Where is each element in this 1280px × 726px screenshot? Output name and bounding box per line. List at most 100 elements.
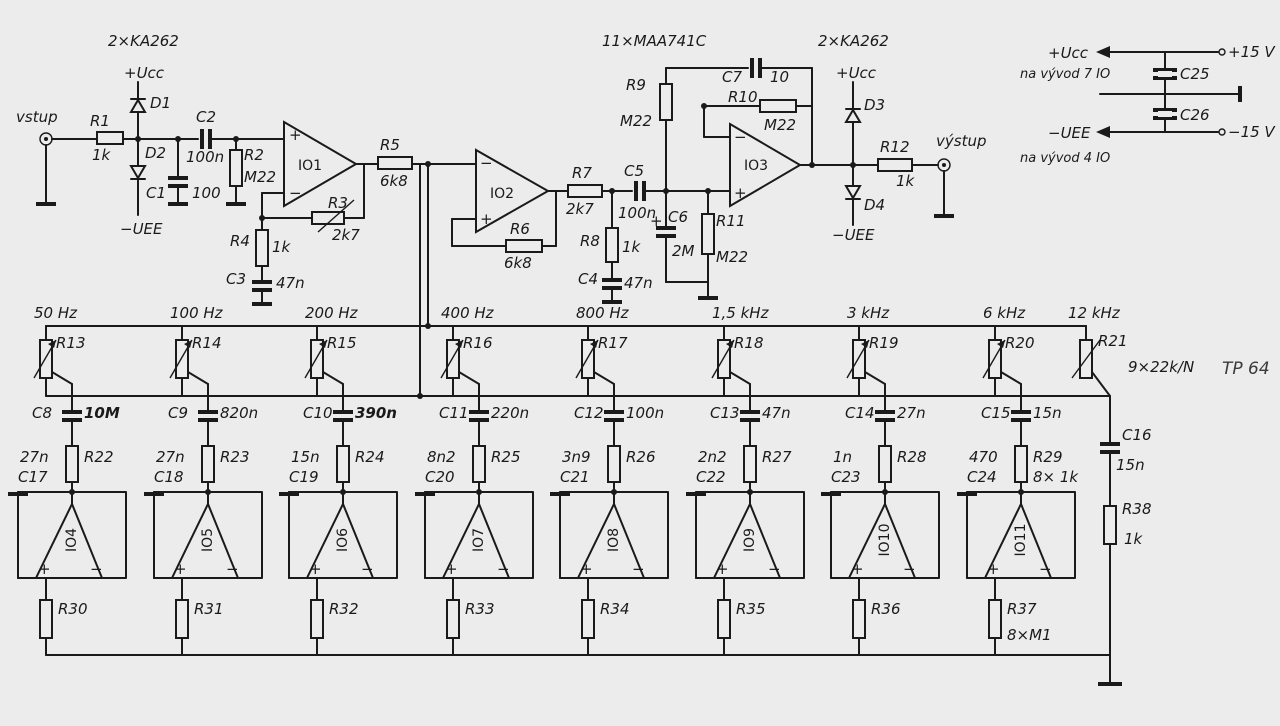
band-5-opamp bbox=[576, 501, 646, 579]
band-2-series-resistor bbox=[201, 445, 215, 483]
pot-note: 9×22k/N bbox=[1128, 358, 1194, 376]
band-7-opamp-label: IO10 bbox=[877, 524, 893, 557]
band-6-opamp bbox=[712, 501, 782, 579]
c4-value: 47n bbox=[624, 274, 653, 292]
band-8-parallel-cap-label: C24 bbox=[967, 468, 997, 486]
svg-text:−: − bbox=[361, 560, 374, 578]
band-3-freq-label: 200 Hz bbox=[305, 304, 359, 322]
band-1-potentiometer bbox=[39, 339, 53, 379]
r5-value: 6k8 bbox=[380, 172, 408, 190]
band-4-opamp-label: IO7 bbox=[471, 528, 487, 552]
band-8-ground-resistor bbox=[988, 599, 1002, 639]
band-1-series-resistor-label: R22 bbox=[84, 448, 114, 466]
r11-value: M22 bbox=[716, 248, 748, 266]
band-1-series-resistor bbox=[65, 445, 79, 483]
vee-label-d4: −UEE bbox=[832, 226, 875, 244]
band-1-ground-resistor-label: R30 bbox=[58, 600, 88, 618]
io3-label: IO3 bbox=[744, 158, 768, 174]
band-3-parallel-cap-label: C19 bbox=[289, 468, 319, 486]
r6-label: R6 bbox=[510, 220, 530, 238]
band-2-opamp bbox=[170, 501, 240, 579]
svg-text:+: + bbox=[309, 560, 322, 578]
r7-resistor bbox=[567, 184, 603, 198]
r4-value: 1k bbox=[272, 238, 292, 256]
band-5-potentiometer bbox=[581, 339, 595, 379]
band-7-opamp bbox=[847, 501, 917, 579]
band-6-parallel-cap-label: C22 bbox=[696, 468, 726, 486]
svg-text:−: − bbox=[734, 128, 747, 146]
band-7-parallel-cap-label: C23 bbox=[831, 468, 861, 486]
band-7-ground-resistor-label: R36 bbox=[871, 600, 901, 618]
series-resistor-note: 8× 1k bbox=[1033, 468, 1079, 486]
band-7-series-resistor bbox=[878, 445, 892, 483]
opamps-label: 11×MAA741C bbox=[602, 32, 707, 50]
band-1-ground-resistor bbox=[39, 599, 53, 639]
io1-label: IO1 bbox=[298, 158, 322, 174]
svg-text:+: + bbox=[38, 560, 51, 578]
ground-resistor-note: 8×M1 bbox=[1007, 626, 1052, 644]
band-4-series-resistor bbox=[472, 445, 486, 483]
band-2-series-resistor-label: R23 bbox=[220, 448, 250, 466]
band-5-parallel-cap-label: C21 bbox=[560, 468, 590, 486]
band-8-cap-value: 15n bbox=[1033, 404, 1062, 422]
band-5-series-resistor-label: R26 bbox=[626, 448, 656, 466]
vcc-pins-label: na vývod 7 IO bbox=[1020, 67, 1110, 82]
r38-value: 1k bbox=[1124, 530, 1144, 548]
band-8-opamp bbox=[983, 501, 1053, 579]
vcc-label-d1: +Ucc bbox=[124, 64, 165, 82]
io2-label: IO2 bbox=[490, 186, 514, 202]
band-1-cap-value: 10M bbox=[84, 404, 120, 422]
input-diodes-label: 2×KA262 bbox=[108, 32, 179, 50]
band-6-series-resistor-label: R27 bbox=[762, 448, 792, 466]
band-6-cap-label: C13 bbox=[710, 404, 740, 422]
r7-label: R7 bbox=[572, 164, 592, 182]
output-diodes-label: 2×KA262 bbox=[818, 32, 889, 50]
r12-value: 1k bbox=[896, 172, 916, 190]
svg-text:+: + bbox=[480, 210, 493, 228]
svg-text:−: − bbox=[903, 560, 916, 578]
vee-label-d2: −UEE bbox=[120, 220, 163, 238]
r6-value: 6k8 bbox=[504, 254, 532, 272]
tp-stamp: TP 64 bbox=[1222, 359, 1270, 379]
band-4-parallel-cap-label: C20 bbox=[425, 468, 455, 486]
band-1-parallel-cap-value: 27n bbox=[20, 448, 49, 466]
svg-text:−: − bbox=[768, 560, 781, 578]
svg-text:−: − bbox=[480, 154, 493, 172]
band-7-ground-resistor bbox=[852, 599, 866, 639]
d1-label: D1 bbox=[150, 94, 171, 112]
c2-value: 100n bbox=[186, 148, 224, 166]
d3-label: D3 bbox=[864, 96, 885, 114]
svg-text:+: + bbox=[580, 560, 593, 578]
c6-value: 2M bbox=[672, 242, 695, 260]
band-7-cap-label: C14 bbox=[845, 404, 875, 422]
band-5-series-resistor bbox=[607, 445, 621, 483]
svg-text:+: + bbox=[716, 560, 729, 578]
band-5-opamp-label: IO8 bbox=[606, 528, 622, 552]
band-5-pot-label: R17 bbox=[598, 334, 628, 352]
r1-value: 1k bbox=[92, 146, 112, 164]
band-1-cap-label: C8 bbox=[32, 404, 52, 422]
vcc-label-d3: +Ucc bbox=[836, 64, 877, 82]
band-4-pot-label: R16 bbox=[463, 334, 493, 352]
band-2-opamp-label: IO5 bbox=[200, 528, 216, 552]
band-7-potentiometer bbox=[852, 339, 866, 379]
svg-text:−: − bbox=[1039, 560, 1052, 578]
band-3-opamp-label: IO6 bbox=[335, 528, 351, 552]
band-2-ground-resistor-label: R31 bbox=[194, 600, 224, 618]
r2-resistor bbox=[229, 149, 243, 187]
svg-text:+: + bbox=[734, 184, 747, 202]
io3-stage: −+ IO3 R9 M22 C7 10 R10 M22 +Ucc −UEE D3… bbox=[620, 58, 986, 244]
band-5-ground-resistor-label: R34 bbox=[600, 600, 630, 618]
band-1-parallel-cap-label: C17 bbox=[18, 468, 48, 486]
band-6-pot-label: R18 bbox=[734, 334, 764, 352]
band-7-series-resistor-label: R28 bbox=[897, 448, 927, 466]
c3-value: 47n bbox=[276, 274, 305, 292]
band-2-parallel-cap-label: C18 bbox=[154, 468, 184, 486]
band-3-ground-resistor-label: R32 bbox=[329, 600, 359, 618]
band-7-parallel-cap-value: 1n bbox=[833, 448, 852, 466]
vee-label-supply: −UEE bbox=[1048, 124, 1091, 142]
band-6-ground-resistor bbox=[717, 599, 731, 639]
band-8-potentiometer bbox=[988, 339, 1002, 379]
